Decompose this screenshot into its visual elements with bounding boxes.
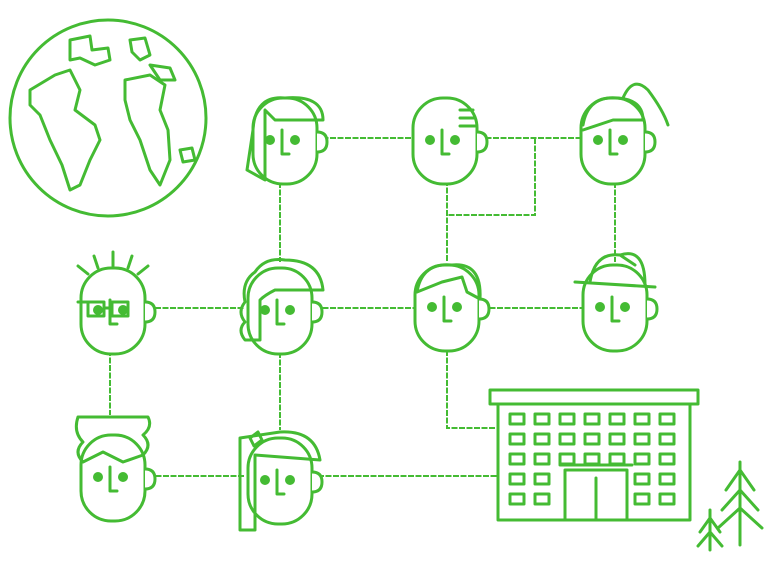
eye — [118, 305, 128, 315]
window — [658, 412, 676, 426]
eye — [620, 302, 630, 312]
window — [533, 412, 551, 426]
window — [583, 432, 601, 446]
eye — [452, 302, 462, 312]
window — [508, 492, 526, 506]
eye — [595, 302, 605, 312]
window — [508, 472, 526, 486]
window — [608, 452, 626, 466]
window — [658, 472, 676, 486]
window — [658, 432, 676, 446]
office-building-icon — [488, 388, 700, 522]
window — [633, 472, 651, 486]
person-face-ponytail — [579, 82, 670, 186]
window — [633, 492, 651, 506]
eye — [93, 472, 103, 482]
connection-line — [446, 350, 498, 429]
eye — [93, 305, 103, 315]
window — [558, 412, 576, 426]
eye — [290, 135, 300, 145]
window — [533, 472, 551, 486]
eye — [427, 302, 437, 312]
window — [508, 432, 526, 446]
building-windows — [508, 412, 676, 506]
people-faces — [74, 82, 670, 532]
window — [508, 452, 526, 466]
window — [533, 492, 551, 506]
person-face-wavy — [74, 415, 157, 523]
window — [608, 432, 626, 446]
window — [658, 452, 676, 466]
tree-icon — [696, 460, 764, 552]
connection-lines — [109, 137, 616, 477]
eye — [260, 475, 270, 485]
window — [558, 432, 576, 446]
window — [633, 412, 651, 426]
eye — [618, 135, 628, 145]
person-face-bandana — [238, 430, 324, 532]
eye — [265, 135, 275, 145]
globe-icon — [8, 18, 208, 218]
person-face-quiff — [413, 263, 491, 353]
window — [658, 492, 676, 506]
eye — [260, 305, 270, 315]
window — [583, 412, 601, 426]
person-face-curly — [239, 258, 325, 356]
person-face-glasses — [76, 250, 157, 356]
eye — [425, 135, 435, 145]
window — [583, 452, 601, 466]
person-face-long-hair — [245, 96, 329, 186]
eye — [285, 475, 295, 485]
window — [633, 432, 651, 446]
window — [558, 452, 576, 466]
person-face-bald-lines — [411, 96, 489, 186]
eye — [593, 135, 603, 145]
person-face-hat — [573, 252, 659, 353]
connection-line — [447, 138, 536, 216]
window — [533, 452, 551, 466]
window — [533, 432, 551, 446]
window — [608, 412, 626, 426]
eye — [285, 305, 295, 315]
window — [508, 412, 526, 426]
window — [633, 452, 651, 466]
eye — [118, 472, 128, 482]
eye — [450, 135, 460, 145]
